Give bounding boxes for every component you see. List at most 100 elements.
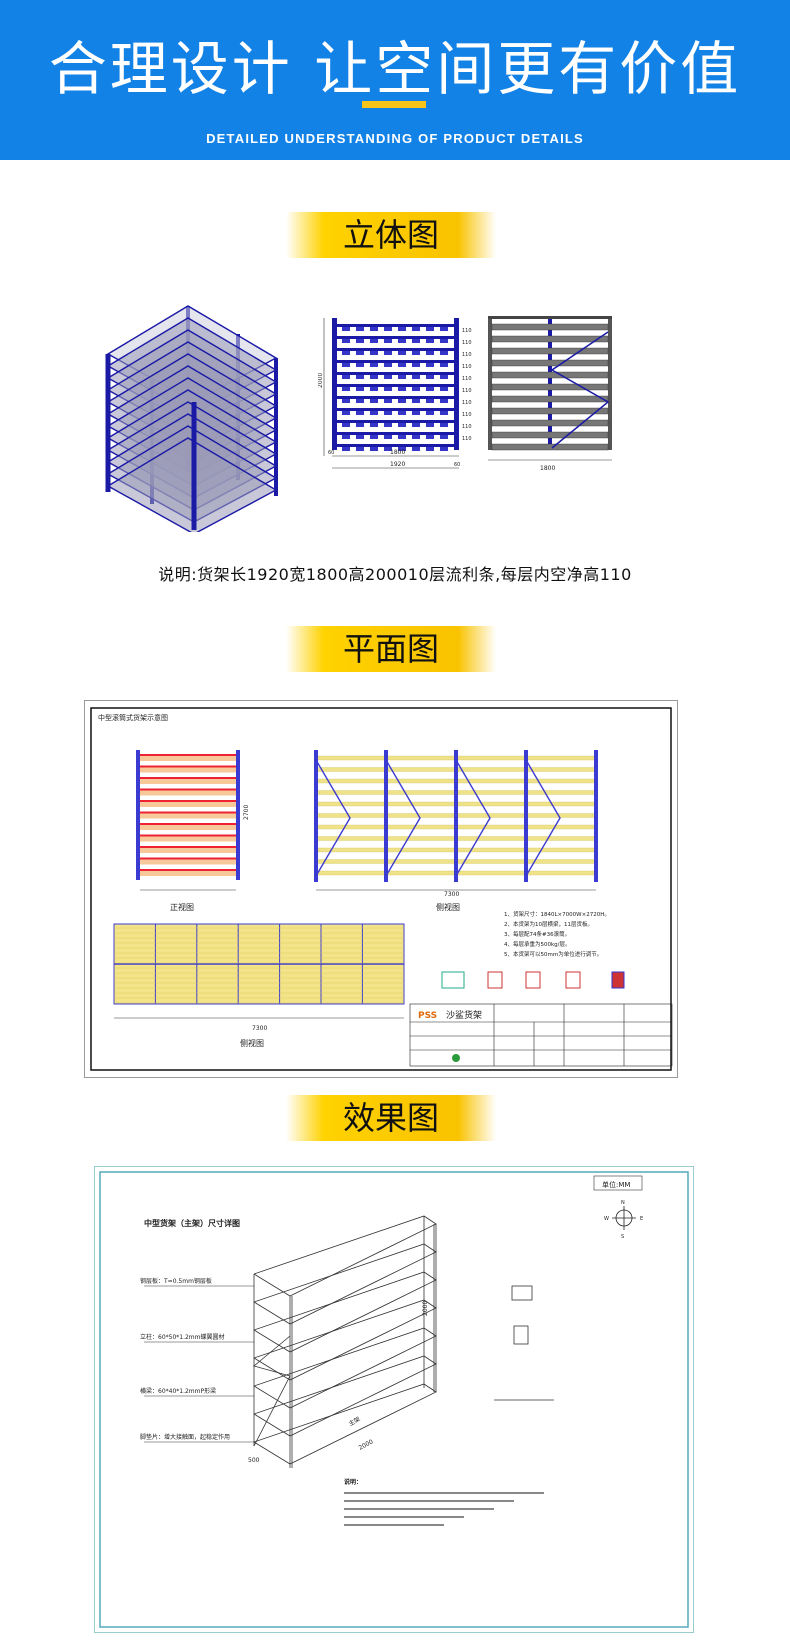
plan-side-post: [314, 750, 318, 882]
plan-drawing-title: 中型滚筒式货架示意图: [98, 713, 168, 722]
compass-n: N: [621, 1200, 625, 1206]
front-roller: [384, 387, 392, 391]
front-roller: [356, 447, 364, 451]
layer-dim: 110: [462, 388, 472, 394]
plan-front-beam: [140, 800, 236, 802]
plan-front-roller: [140, 825, 236, 830]
side-width-dim: 1800: [540, 465, 555, 472]
plan-front-beam: [140, 788, 236, 791]
plan-note-4: 4、每层承重为500kg/层。: [504, 940, 571, 948]
front-beam: [337, 384, 454, 387]
front-roller: [342, 363, 350, 367]
plan-front-beam: [140, 857, 236, 860]
front-roller: [398, 327, 406, 331]
front-elevation-drawing: 2000 1800 1920 60 60 1101101101101101101…: [318, 318, 472, 469]
front-beam: [337, 348, 454, 351]
plan-front-roller: [140, 836, 236, 842]
front-beam: [337, 432, 454, 435]
callout-steel-board: 钢层板：T=0.5mm钢层板: [140, 1277, 212, 1285]
plan-side-brace: [525, 759, 561, 877]
render-rack-drawing: [253, 1215, 437, 1468]
front-roller: [370, 387, 378, 391]
front-roller: [412, 387, 420, 391]
front-roller: [440, 327, 448, 331]
plan-side-view-label: 侧视图: [436, 902, 460, 912]
plan-top-view-label: 侧视图: [240, 1038, 264, 1048]
front-roller: [384, 411, 392, 415]
compass-e: E: [640, 1216, 643, 1222]
render-part-details: [494, 1285, 554, 1401]
plan-front-roller: [140, 790, 236, 796]
front-beam: [337, 360, 454, 363]
front-roller: [398, 423, 406, 427]
front-roller: [370, 435, 378, 439]
section1-caption: 说明:货架长1920宽1800高200010层流利条,每层内空净高110: [158, 565, 632, 584]
front-roller: [440, 339, 448, 343]
plan-front-beam: [140, 823, 236, 825]
front-roller: [370, 423, 378, 427]
front-roller: [426, 351, 434, 355]
front-roller: [426, 327, 434, 331]
plan-front-beam: [140, 754, 236, 756]
front-roller: [426, 411, 434, 415]
layer-dim: 110: [462, 412, 472, 418]
render-shelf: [253, 1327, 437, 1409]
callout-beam: 横梁：60*40*1.2mmP形梁: [140, 1387, 216, 1395]
front-roller: [370, 327, 378, 331]
plan-side-brace: [455, 759, 491, 877]
front-roller: [412, 375, 420, 379]
section-label-plan: 平面图: [286, 626, 496, 672]
plan-front-roller: [140, 767, 236, 773]
side-shelf: [491, 371, 609, 379]
layer-dim: 110: [462, 364, 472, 370]
front-roller: [370, 411, 378, 415]
front-roller: [398, 411, 406, 415]
front-roller: [412, 399, 420, 403]
front-roller: [426, 423, 434, 427]
plan-side-brace: [385, 759, 421, 877]
plan-part-icons: [441, 971, 625, 989]
plan-top-length: 7300: [252, 1025, 267, 1032]
front-roller: [426, 375, 434, 379]
plan-side-post: [454, 750, 458, 882]
plan-front-roller: [140, 756, 236, 761]
side-shelf: [491, 347, 609, 355]
layer-dim: 110: [462, 400, 472, 406]
front-roller: [412, 423, 420, 427]
front-roller: [426, 399, 434, 403]
render-notes: [344, 1492, 544, 1526]
render-shelf: [253, 1271, 437, 1353]
side-elevation-drawing: 1800: [488, 316, 612, 472]
front-roller: [412, 339, 420, 343]
front-roller: [356, 351, 364, 355]
plan-front-roller: [140, 848, 236, 853]
front-roller: [356, 363, 364, 367]
front-roller: [426, 387, 434, 391]
front-roller: [384, 423, 392, 427]
plan-front-beam: [140, 777, 236, 779]
header-banner: 合理设计 让空间更有价值 DETAILED UNDERSTANDING OF P…: [0, 0, 790, 160]
front-roller: [356, 339, 364, 343]
front-roller: [342, 423, 350, 427]
front-roller: [356, 399, 364, 403]
front-total-dim: 1920: [390, 461, 405, 468]
front-roller: [342, 447, 350, 451]
front-roller: [398, 447, 406, 451]
front-roller: [342, 411, 350, 415]
front-roller: [426, 447, 434, 451]
section-label-3d: 立体图: [286, 212, 496, 258]
banner-title: 合理设计 让空间更有价值: [48, 35, 742, 103]
front-roller: [370, 447, 378, 451]
front-roller: [412, 447, 420, 451]
front-roller: [384, 327, 392, 331]
front-roller: [440, 447, 448, 451]
front-roller: [412, 363, 420, 367]
front-roller: [384, 435, 392, 439]
front-roller: [356, 387, 364, 391]
plan-front-beam: [140, 811, 236, 814]
plan-front-beam: [140, 834, 236, 837]
compass-w: W: [604, 1216, 609, 1222]
front-beam: [337, 336, 454, 339]
plan-title-block: [409, 1003, 673, 1067]
front-roller: [384, 351, 392, 355]
